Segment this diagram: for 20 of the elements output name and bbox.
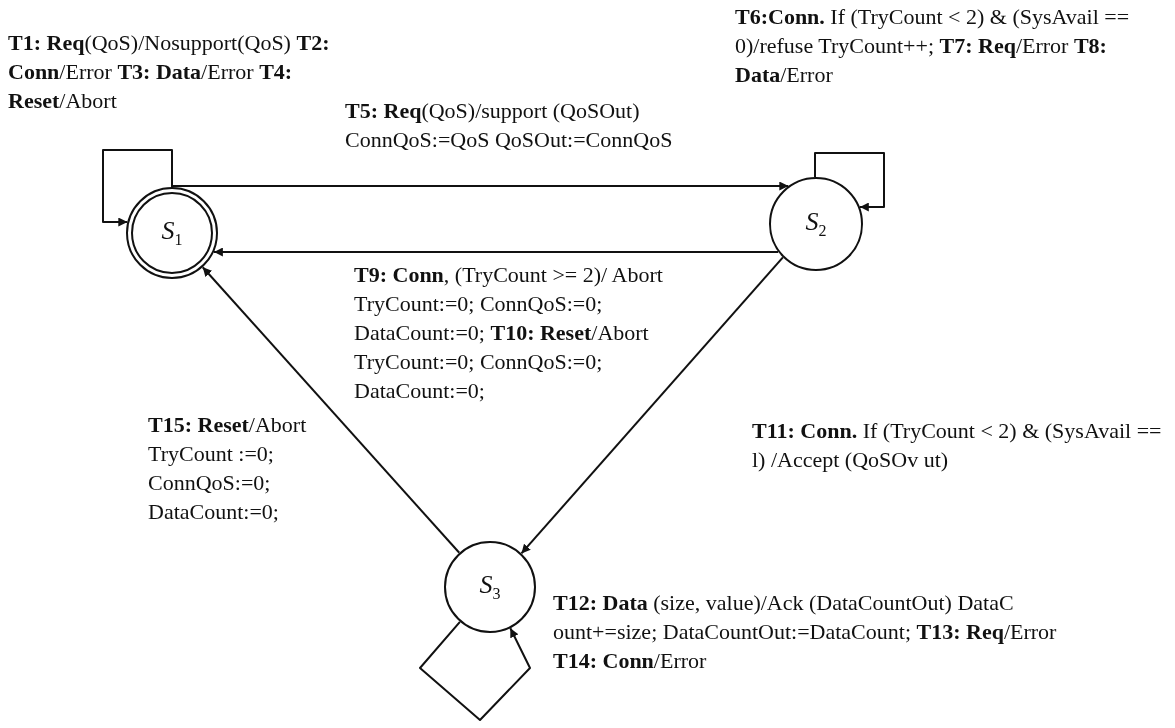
final-state-circle xyxy=(126,187,218,279)
transition-label: T6:Conn. If (TryCount < 2) & (SysAvail == 0)/refuse TryCount++; T7: Req/Error T8: Data/Error xyxy=(735,3,1131,89)
state-circle xyxy=(444,541,536,633)
state-label: S$_{2}$ xyxy=(805,208,827,240)
self-loop-arrow xyxy=(419,620,531,721)
transition-arrow xyxy=(212,247,780,257)
self-loop-arrow xyxy=(814,152,885,212)
state-label: S$_{3}$ xyxy=(479,571,501,603)
transition-label: T15: Reset/Abort TryCount :=0; ConnQoS:=0; DataCount:=0; xyxy=(148,411,308,526)
transition-label: T11: Conn. If (TryCount < 2) & (SysAvail == l) /Accept (QoSOv ut) xyxy=(752,417,1163,474)
transition-label: T12: Data (size, value)/Ack (DataCountOut) DataC ount+=size; DataCountOut:=DataCount; T13: Req/Error T14: Conn/Error xyxy=(553,589,1058,675)
self-loop-arrow xyxy=(102,149,173,227)
state-circle xyxy=(769,177,863,271)
transition-label: T1: Req(QoS)/Nosupport(QoS) T2: Conn/Error T3: Data/Error T4: Reset/Abort xyxy=(8,29,331,115)
state-label: S$_{1}$ xyxy=(161,217,183,249)
transition-label: T9: Conn, (TryCount >= 2)/ Abort TryCount:=0; ConnQoS:=0; DataCount:=0; T10: Reset/Abort TryCount:=0; ConnQoS:=0; DataCount:=0; xyxy=(354,261,664,405)
transition-arrow xyxy=(201,266,461,554)
transition-arrow xyxy=(171,181,790,191)
transition-arrow xyxy=(520,256,784,555)
transition-label: T5: Req(QoS)/support (QoSOut) ConnQoS:=QoS QoSOut:=ConnQoS xyxy=(345,97,674,154)
